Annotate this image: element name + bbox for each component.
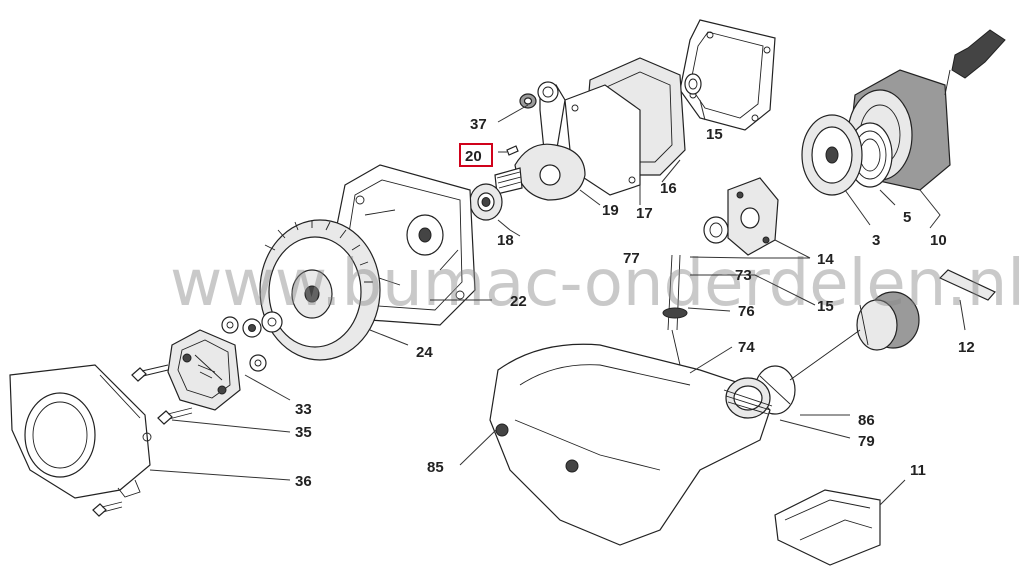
fuel-tank-part [489, 343, 773, 546]
label-22: 22 [510, 293, 527, 310]
label-35: 35 [295, 424, 312, 441]
pin-part [506, 145, 519, 156]
label-14: 14 [817, 251, 834, 268]
label-79: 79 [858, 433, 875, 450]
label-37: 37 [470, 116, 487, 133]
label-24: 24 [416, 344, 433, 361]
fuel-cap-seal-part [754, 329, 861, 415]
label-15-top: 15 [706, 126, 723, 143]
flywheel-part [259, 219, 381, 361]
label-33: 33 [295, 401, 312, 418]
key-part [938, 269, 996, 301]
label-76: 76 [738, 303, 755, 320]
label-17: 17 [636, 205, 653, 222]
clutch-part [167, 329, 241, 411]
label-15-mid: 15 [817, 298, 834, 315]
label-19: 19 [602, 202, 619, 219]
label-3: 3 [872, 232, 880, 249]
crankshaft-part [494, 81, 586, 201]
label-73: 73 [735, 267, 752, 284]
bearing-part [469, 183, 503, 221]
starter-pulley-part [801, 114, 863, 196]
label-16: 16 [660, 180, 677, 197]
label-18: 18 [497, 232, 514, 249]
label-85: 85 [427, 459, 444, 476]
fuel-cap-part [856, 291, 920, 351]
label-20: 20 [465, 148, 482, 165]
intake-flange-part [703, 177, 779, 256]
highlight-box [459, 143, 493, 167]
tank-bracket-part [774, 489, 881, 566]
label-11: 11 [910, 462, 926, 479]
part-labels: 37 20 18 19 17 16 15 22 24 77 73 14 15 7… [295, 116, 975, 490]
screw-part [92, 364, 193, 517]
gasket-part [679, 19, 776, 131]
washer-nut-set [221, 311, 283, 372]
label-36: 36 [295, 473, 312, 490]
label-5: 5 [903, 209, 911, 226]
leader-lines [149, 99, 966, 506]
clutch-cover-part [9, 364, 152, 499]
label-74: 74 [738, 339, 755, 356]
label-77: 77 [623, 250, 640, 267]
watermark-text: www.bumac-onderdelen.nl [170, 247, 1024, 321]
label-86: 86 [858, 412, 875, 429]
label-12: 12 [958, 339, 975, 356]
label-10: 10 [930, 232, 947, 249]
needle-bearing-part [519, 93, 537, 109]
